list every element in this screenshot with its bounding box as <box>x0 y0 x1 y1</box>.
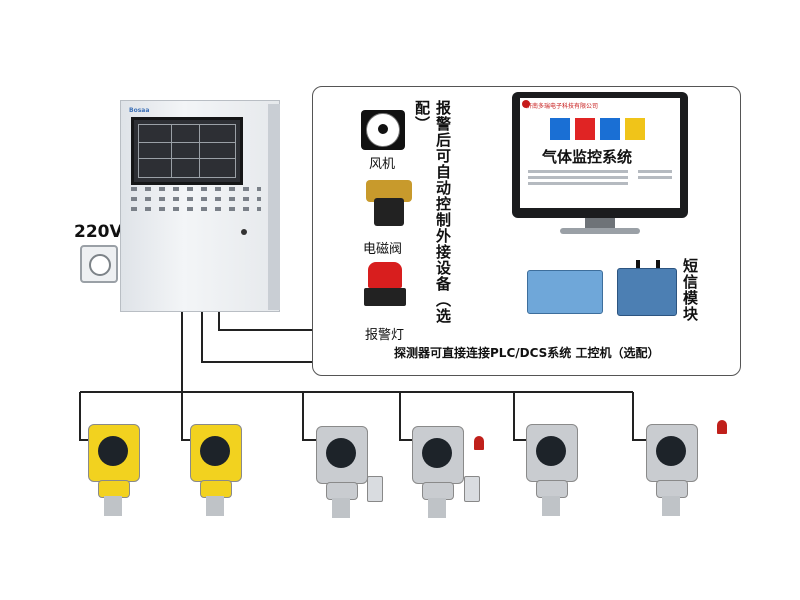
table-row <box>528 182 628 185</box>
sensor-tile <box>625 118 645 140</box>
antenna-icon <box>636 260 640 270</box>
table-row <box>638 170 672 173</box>
monitor-screen: 济南多瑞电子科技有限公司 气体监控系统 <box>520 98 680 208</box>
converter-module <box>527 270 603 314</box>
company-name: 济南多瑞电子科技有限公司 <box>526 103 599 110</box>
drop-3 <box>302 392 316 441</box>
sms-module-label: 短信模块 <box>681 258 699 322</box>
controller-screen <box>131 117 243 185</box>
drop-2 <box>181 392 192 441</box>
power-socket-icon <box>80 245 118 283</box>
controller-brand: Bosaa <box>129 107 150 114</box>
company-logo-icon <box>522 100 530 108</box>
drop-5 <box>513 392 528 441</box>
siren-icon <box>474 436 484 450</box>
sensor-tile <box>600 118 620 140</box>
monitoring-computer: 济南多瑞电子科技有限公司 气体监控系统 <box>512 92 688 218</box>
lock-icon <box>241 229 247 235</box>
table-row <box>528 176 628 179</box>
table-row <box>638 176 672 179</box>
drop-4 <box>399 392 412 441</box>
antenna-icon <box>656 260 660 270</box>
indicator-row <box>131 197 261 201</box>
fan-label: 风机 <box>369 157 396 172</box>
sensor-tile <box>550 118 570 140</box>
solenoid-valve-icon <box>366 180 412 202</box>
table-row <box>528 170 628 173</box>
valve-label: 电磁阀 <box>363 242 403 257</box>
remote-control-icon <box>464 476 480 502</box>
fan-icon <box>361 110 405 150</box>
remote-control-icon <box>367 476 383 502</box>
alarm-beacon-icon <box>368 262 402 288</box>
beacon-base <box>364 288 406 306</box>
sensor-tile <box>575 118 595 140</box>
plc-link-note: 探测器可直接连接PLC/DCS系统 工控机（选配） <box>394 346 660 360</box>
sms-module <box>617 268 677 316</box>
system-title: 气体监控系统 <box>542 148 633 166</box>
drop-6 <box>632 392 648 441</box>
alarm-controller: Bosaa <box>120 100 280 312</box>
beacon-label: 报警灯 <box>365 328 405 343</box>
valve-coil <box>374 198 404 226</box>
controller-side <box>268 104 280 310</box>
auto-control-note: 报警后可自动控制外接设备（选配） <box>413 100 452 324</box>
monitor-stand <box>585 218 615 230</box>
siren-icon <box>717 420 727 434</box>
indicator-row <box>131 207 261 211</box>
monitor-base <box>560 228 640 234</box>
indicator-row <box>131 187 261 191</box>
voltage-label: 220V <box>74 222 123 242</box>
